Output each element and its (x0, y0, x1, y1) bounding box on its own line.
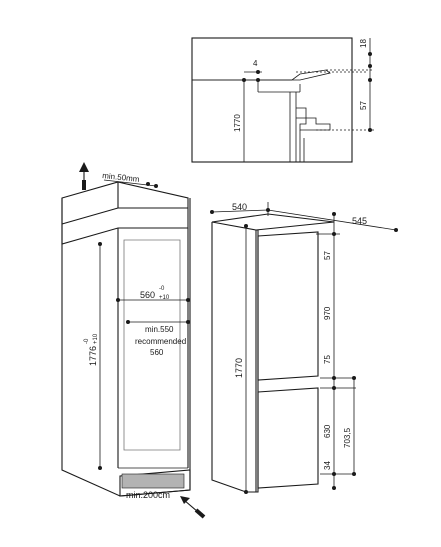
min-top-label: min.50mm (102, 171, 140, 184)
detail-height-label: 1770 (233, 114, 242, 132)
detail-frame (191, 37, 353, 163)
min-bottom-label: min.200cm (126, 490, 170, 500)
appliance-upper-door (257, 231, 319, 381)
niche-depth-rec-label: recommended (135, 337, 186, 346)
detail-appliance-profile (289, 92, 331, 162)
niche-height-sub: +10 (93, 333, 99, 344)
appliance-lower-total-label: 703,5 (343, 427, 352, 448)
niche-drawing: min.50mm 560 -0 +10 min.550 recommended … (61, 162, 206, 519)
appliance-height-label: 1770 (234, 358, 244, 378)
niche-depth-rec-value: 560 (150, 348, 164, 357)
detail-inset: 4 18 57 1770 (191, 37, 374, 163)
niche-height-label: 1776 (88, 346, 98, 366)
niche-width-sup: -0 (159, 286, 165, 292)
niche-outline (61, 198, 191, 497)
appliance-top-face (211, 213, 335, 231)
ventilation-arrow-in-icon (180, 496, 206, 519)
niche-top-box (61, 181, 189, 245)
appliance-top-offset-label: 57 (323, 251, 332, 260)
niche-height-sup: -0 (84, 338, 90, 344)
appliance-lower-door-label: 630 (323, 424, 332, 438)
appliance-bottom-offset-label: 34 (323, 461, 332, 470)
detail-top-edge (192, 69, 331, 81)
appliance-depth-label: 545 (352, 216, 367, 226)
niche-width-sub: +10 (159, 295, 170, 301)
detail-gap-label: 4 (253, 59, 258, 68)
appliance-lower-door (257, 387, 319, 489)
appliance-width-label: 540 (232, 202, 247, 212)
ventilation-arrow-up-icon (79, 162, 89, 190)
niche-width-label: 560 (140, 290, 155, 300)
appliance-drawing: 540 545 57 970 75 630 703,5 34 1770 (210, 202, 398, 494)
appliance-outline (211, 222, 259, 493)
niche-plinth (119, 469, 191, 497)
detail-top-label: 18 (359, 39, 368, 48)
detail-mid-label: 57 (359, 101, 368, 110)
appliance-upper-door-label: 970 (323, 306, 332, 320)
appliance-gap-label: 75 (323, 355, 332, 364)
niche-depth-min-label: min.550 (145, 325, 174, 334)
